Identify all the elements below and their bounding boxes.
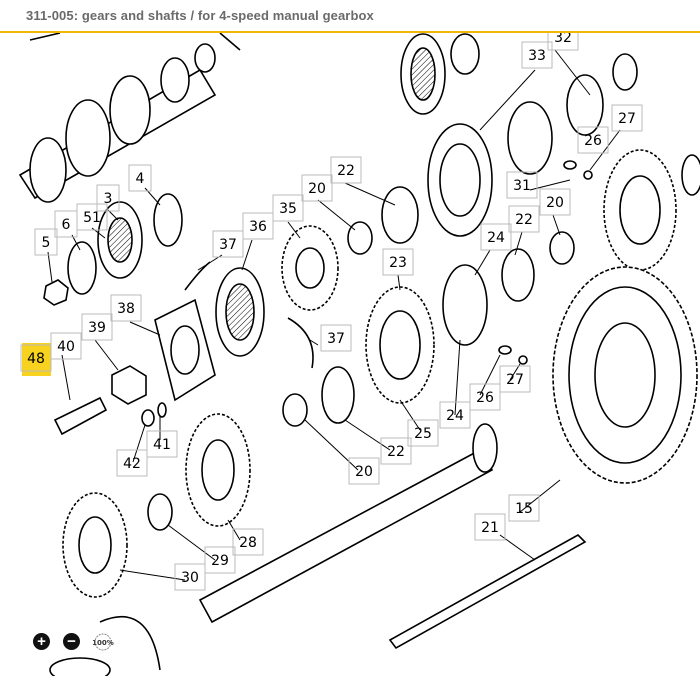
callout-label-3[interactable]: 3 [104, 191, 113, 207]
callout-box-22 [508, 205, 540, 233]
callout-label-37[interactable]: 37 [327, 331, 345, 347]
callout-label-20[interactable]: 20 [546, 195, 564, 211]
callout-label-20[interactable]: 20 [308, 181, 326, 197]
input-shaft-drawing [18, 32, 241, 203]
callout-box-39 [81, 313, 113, 341]
callout-box-26 [469, 383, 501, 411]
callout-box-4 [128, 164, 152, 192]
callout-label-48[interactable]: 48 [27, 351, 45, 367]
callout-label-26[interactable]: 26 [584, 133, 602, 149]
callout-box-38 [110, 294, 142, 322]
callout-box-20 [348, 457, 380, 485]
callout-box-31 [506, 171, 538, 199]
callout-label-24[interactable]: 24 [487, 230, 505, 246]
callout-box-41 [146, 430, 178, 458]
callout-box-27 [499, 365, 531, 393]
synchro-ring-drawing [507, 101, 553, 175]
reset-zoom-label: 100% [92, 639, 114, 647]
callout-box-33 [521, 41, 553, 69]
callout-label-37[interactable]: 37 [219, 237, 237, 253]
main-shaft-drawing [198, 448, 494, 624]
callout-label-24[interactable]: 24 [446, 408, 464, 424]
callout-box-21 [474, 513, 506, 541]
callout-label-29[interactable]: 29 [211, 553, 229, 569]
callout-box-42 [116, 449, 148, 477]
callout-box-3 [96, 184, 120, 212]
callout-box-22 [330, 156, 362, 184]
callout-box-36 [242, 212, 274, 240]
callout-box-20 [539, 188, 571, 216]
callout-label-15[interactable]: 15 [515, 501, 533, 517]
callout-label-42[interactable]: 42 [123, 456, 141, 472]
callout-label-5[interactable]: 5 [42, 235, 51, 251]
callout-label-33[interactable]: 33 [528, 48, 546, 64]
callout-box-24 [439, 401, 471, 429]
callout-box-28 [232, 528, 264, 556]
callout-label-27[interactable]: 27 [506, 372, 524, 388]
reset-zoom-button[interactable]: 100% [91, 632, 115, 652]
callout-box-27 [611, 104, 643, 132]
callout-box-22 [380, 437, 412, 465]
callout-label-51[interactable]: 51 [83, 210, 101, 226]
callout-label-28[interactable]: 28 [239, 535, 257, 551]
callout-label-20[interactable]: 20 [355, 464, 373, 480]
callout-box-23 [382, 248, 414, 276]
callout-box-26 [577, 126, 609, 154]
callout-label-36[interactable]: 36 [249, 219, 267, 235]
callout-box-6 [54, 210, 78, 238]
callout-label-22[interactable]: 22 [387, 444, 405, 460]
callout-label-6[interactable]: 6 [62, 217, 71, 233]
plus-icon: + [33, 633, 50, 650]
callout-label-41[interactable]: 41 [153, 437, 171, 453]
callout-label-22[interactable]: 22 [337, 163, 355, 179]
callout-box-40 [50, 332, 82, 360]
callout-label-38[interactable]: 38 [117, 301, 135, 317]
callout-label-4[interactable]: 4 [136, 171, 145, 187]
callout-box-37 [212, 230, 244, 258]
callout-box-15 [508, 494, 540, 522]
minus-icon: − [63, 633, 80, 650]
callout-label-22[interactable]: 22 [515, 212, 533, 228]
callout-box-30 [174, 563, 206, 591]
callout-box-20 [301, 174, 333, 202]
zoom-out-button[interactable]: − [63, 633, 80, 650]
zoom-in-button[interactable]: + [33, 633, 50, 650]
callout-label-39[interactable]: 39 [88, 320, 106, 336]
callout-label-35[interactable]: 35 [279, 201, 297, 217]
callout-box-25 [407, 419, 439, 447]
callout-label-31[interactable]: 31 [513, 178, 531, 194]
page-header: 311-005: gears and shafts / for 4-speed … [0, 0, 700, 33]
callout-label-40[interactable]: 40 [57, 339, 75, 355]
callout-label-30[interactable]: 30 [181, 570, 199, 586]
callout-box-24 [480, 223, 512, 251]
callout-label-26[interactable]: 26 [476, 390, 494, 406]
part-48-drawing [53, 396, 108, 436]
callout-label-21[interactable]: 21 [481, 520, 499, 536]
callout-label-32[interactable]: 32 [554, 30, 572, 46]
callout-label-23[interactable]: 23 [389, 255, 407, 271]
callout-label-27[interactable]: 27 [618, 111, 636, 127]
callout-label-25[interactable]: 25 [414, 426, 432, 442]
callout-box-37 [320, 324, 352, 352]
key-21-drawing [388, 534, 587, 650]
callout-box-5 [34, 228, 58, 256]
page-title: 311-005: gears and shafts / for 4-speed … [26, 8, 374, 23]
callout-box-29 [204, 546, 236, 574]
callout-box-35 [272, 194, 304, 222]
reset-zoom-icon: 100% [92, 633, 114, 651]
